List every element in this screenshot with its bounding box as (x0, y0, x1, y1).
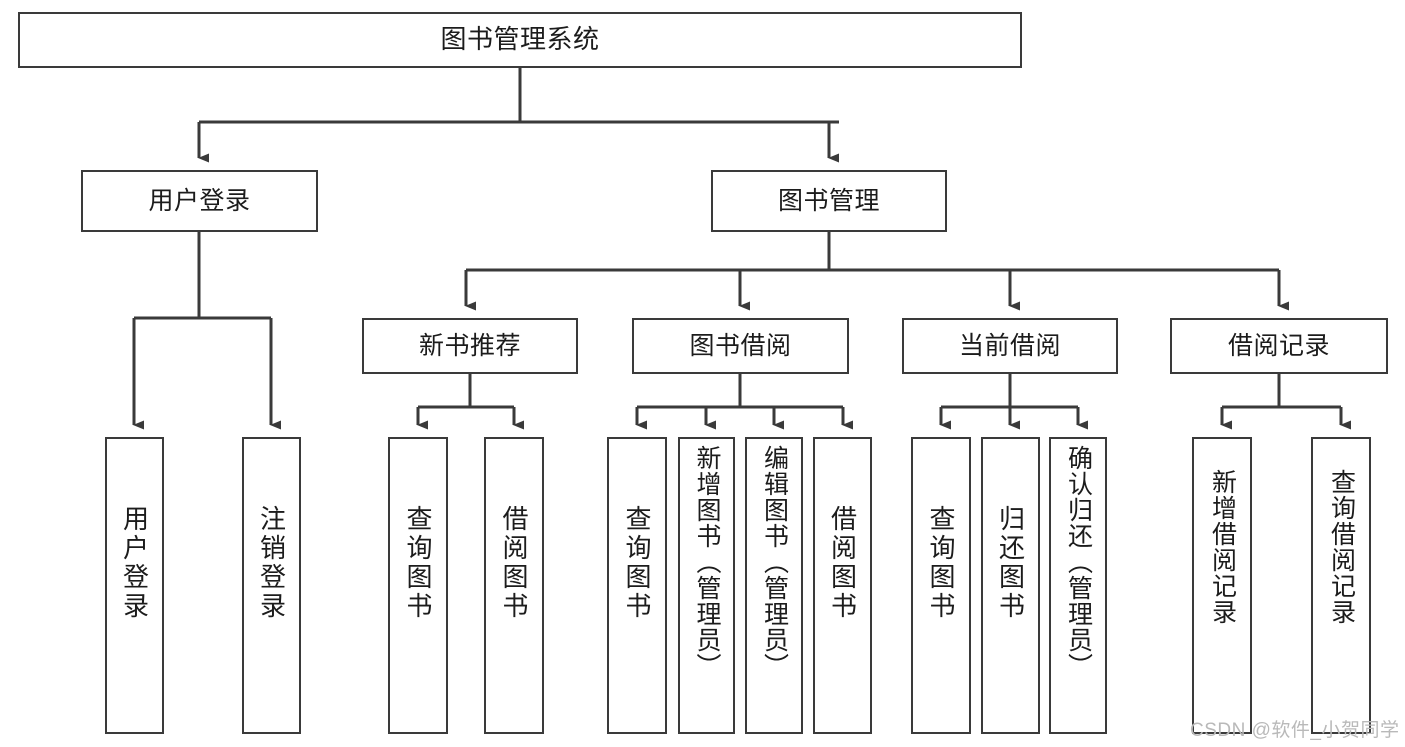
leaf-record-add-borrow-record[interactable]: 新增借阅记录 (1192, 437, 1252, 734)
node-label: 编辑图书（管理员） (760, 445, 789, 679)
node-label: 新增借阅记录 (1208, 469, 1237, 625)
node-user-login[interactable]: 用户登录 (81, 170, 318, 232)
node-label: 查询图书 (403, 505, 433, 621)
node-root-book-management-system[interactable]: 图书管理系统 (18, 12, 1022, 68)
leaf-new-book-borrow-books[interactable]: 借阅图书 (484, 437, 544, 734)
node-label: 确认归还（管理员） (1064, 445, 1093, 679)
node-label: 用户登录 (148, 186, 251, 215)
node-label: 借阅图书 (827, 505, 858, 621)
leaf-borrow-add-book-admin[interactable]: 新增图书（管理员） (678, 437, 735, 734)
node-label: 借阅记录 (1227, 331, 1330, 360)
node-label: 查询借阅记录 (1327, 469, 1356, 625)
node-label: 新增图书（管理员） (693, 445, 721, 679)
leaf-borrow-query-books[interactable]: 查询图书 (607, 437, 667, 734)
leaf-user-login-logout[interactable]: 注销登录 (242, 437, 301, 734)
leaf-user-login-login[interactable]: 用户登录 (105, 437, 164, 734)
leaf-current-return-books[interactable]: 归还图书 (981, 437, 1040, 734)
node-label: 用户登录 (119, 505, 150, 621)
node-label: 注销登录 (256, 505, 287, 621)
node-label: 图书管理系统 (440, 24, 600, 55)
node-label: 借阅图书 (499, 505, 529, 621)
node-label: 当前借阅 (958, 331, 1061, 360)
node-label: 图书管理 (777, 186, 880, 215)
leaf-new-book-query-books[interactable]: 查询图书 (388, 437, 448, 734)
leaf-borrow-borrow-books[interactable]: 借阅图书 (813, 437, 872, 734)
leaf-current-query-books[interactable]: 查询图书 (911, 437, 971, 734)
leaf-record-query-borrow-record[interactable]: 查询借阅记录 (1311, 437, 1371, 734)
node-label: 归还图书 (995, 505, 1026, 621)
node-new-book-recommendation[interactable]: 新书推荐 (362, 318, 578, 374)
node-borrowing-records[interactable]: 借阅记录 (1170, 318, 1388, 374)
watermark-csdn: CSDN @软件_小贺同学 (1190, 720, 1400, 741)
node-book-management[interactable]: 图书管理 (711, 170, 947, 232)
node-label: 图书借阅 (689, 331, 792, 360)
leaf-borrow-edit-book-admin[interactable]: 编辑图书（管理员） (745, 437, 803, 734)
node-label: 查询图书 (622, 505, 652, 621)
node-label: 新书推荐 (418, 331, 521, 360)
node-current-borrowing[interactable]: 当前借阅 (902, 318, 1118, 374)
leaf-current-confirm-return-admin[interactable]: 确认归还（管理员） (1049, 437, 1107, 734)
node-book-borrowing[interactable]: 图书借阅 (632, 318, 849, 374)
node-label: 查询图书 (926, 505, 956, 621)
